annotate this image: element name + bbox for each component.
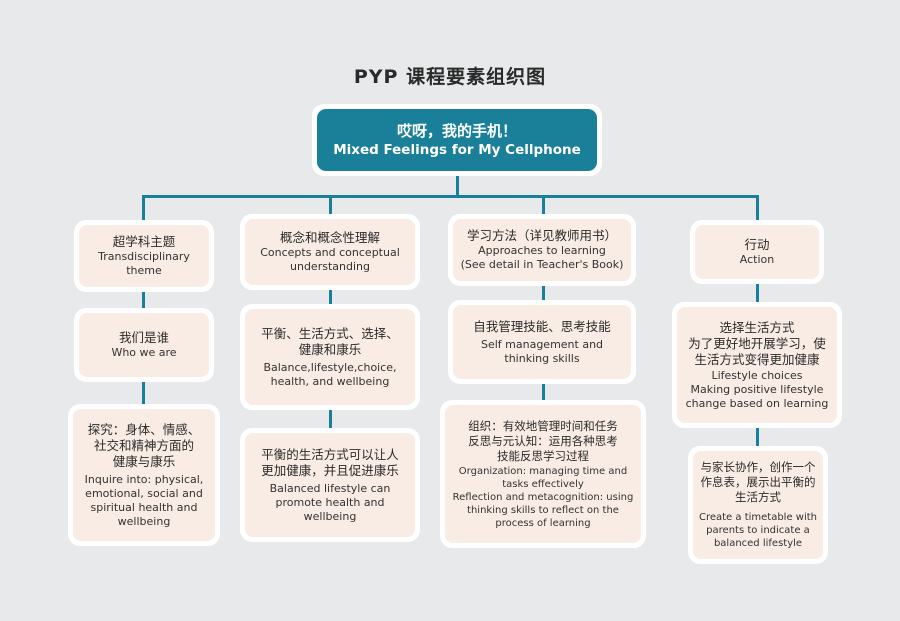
card-label-en: Inquire into: physical, emotional, socia… (84, 472, 204, 528)
connector-horizontal (142, 195, 758, 198)
card-label-cn: 我们是谁 (118, 330, 169, 345)
card-label-en: Balance,lifestyle,choice,health, and wel… (263, 360, 397, 388)
root-title-cn: 哎呀，我的手机！ (396, 121, 517, 140)
connector-col2-low (329, 408, 332, 430)
card-label-cn: 平衡的生活方式可以让人更加健康，并且促进康乐 (261, 446, 399, 478)
card-label-cn: 学习方法（详见教师用书） (466, 228, 617, 243)
key-concepts-card: 平衡、生活方式、选择、健康和康乐 Balance,lifestyle,choic… (240, 304, 420, 410)
card-label-cn: 平衡、生活方式、选择、健康和康乐 (261, 325, 399, 357)
action-card: 行动 Action (690, 220, 824, 284)
connector-col2-top (329, 195, 332, 215)
card-label-cn: 自我管理技能、思考技能 (473, 318, 611, 334)
connector-col1-low (142, 380, 145, 406)
root-title-en: Mixed Feelings for My Cellphone (333, 141, 581, 158)
connector-col4-mid (756, 282, 759, 304)
lifestyle-choices-card: 选择生活方式为了更好地开展学习，使生活方式变得更加健康 Lifestyle ch… (672, 302, 842, 428)
skill-details-card: 组织：有效地管理时间和任务反思与元认知：运用各种思考技能反思学习过程 Organ… (440, 400, 646, 548)
connector-col3-mid (542, 284, 545, 302)
connector-col4-top (756, 195, 759, 221)
conceptual-understanding-card: 平衡的生活方式可以让人更加健康，并且促进康乐 Balanced lifestyl… (240, 428, 420, 542)
card-label-cn: 概念和概念性理解 (279, 230, 380, 245)
root-node: 哎呀，我的手机！ Mixed Feelings for My Cellphone (312, 104, 602, 176)
card-label-en: Who we are (111, 346, 177, 359)
card-label-en: Action (739, 253, 775, 266)
inquiry-card: 探究：身体、情感、 社交和精神方面的 健康与康乐 Inquire into: p… (68, 404, 220, 546)
connector-col3-top (542, 195, 545, 215)
card-label-cn: 与家长协作，创作一个作息表，展示出平衡的生活方式 (700, 460, 816, 504)
connector-col1-mid (142, 292, 145, 310)
card-label-cn: 超学科主题 (112, 234, 176, 249)
card-label-cn: 行动 (744, 237, 770, 252)
connector-col2-mid (329, 288, 332, 306)
approaches-to-learning-card: 学习方法（详见教师用书） Approaches to learning(See … (448, 214, 636, 286)
page-title: PYP 课程要素组织图 (353, 66, 547, 88)
connector-col4-low (756, 426, 759, 448)
card-label-cn: 选择生活方式为了更好地开展学习，使生活方式变得更加健康 (688, 319, 826, 367)
timetable-card: 与家长协作，创作一个作息表，展示出平衡的生活方式 Create a timeta… (688, 446, 828, 564)
connector-col1-top (142, 195, 145, 221)
card-label-cn: 组织：有效地管理时间和任务反思与元认知：运用各种思考技能反思学习过程 (468, 418, 618, 463)
root-node-inner: 哎呀，我的手机！ Mixed Feelings for My Cellphone (317, 109, 597, 171)
who-we-are-card: 我们是谁 Who we are (74, 308, 214, 382)
connector-root-down (456, 176, 459, 196)
card-label-cn: 探究：身体、情感、 社交和精神方面的 健康与康乐 (87, 421, 201, 469)
card-label-en: Approaches to learning(See detail in Tea… (460, 244, 624, 271)
connector-col3-low (542, 382, 545, 404)
